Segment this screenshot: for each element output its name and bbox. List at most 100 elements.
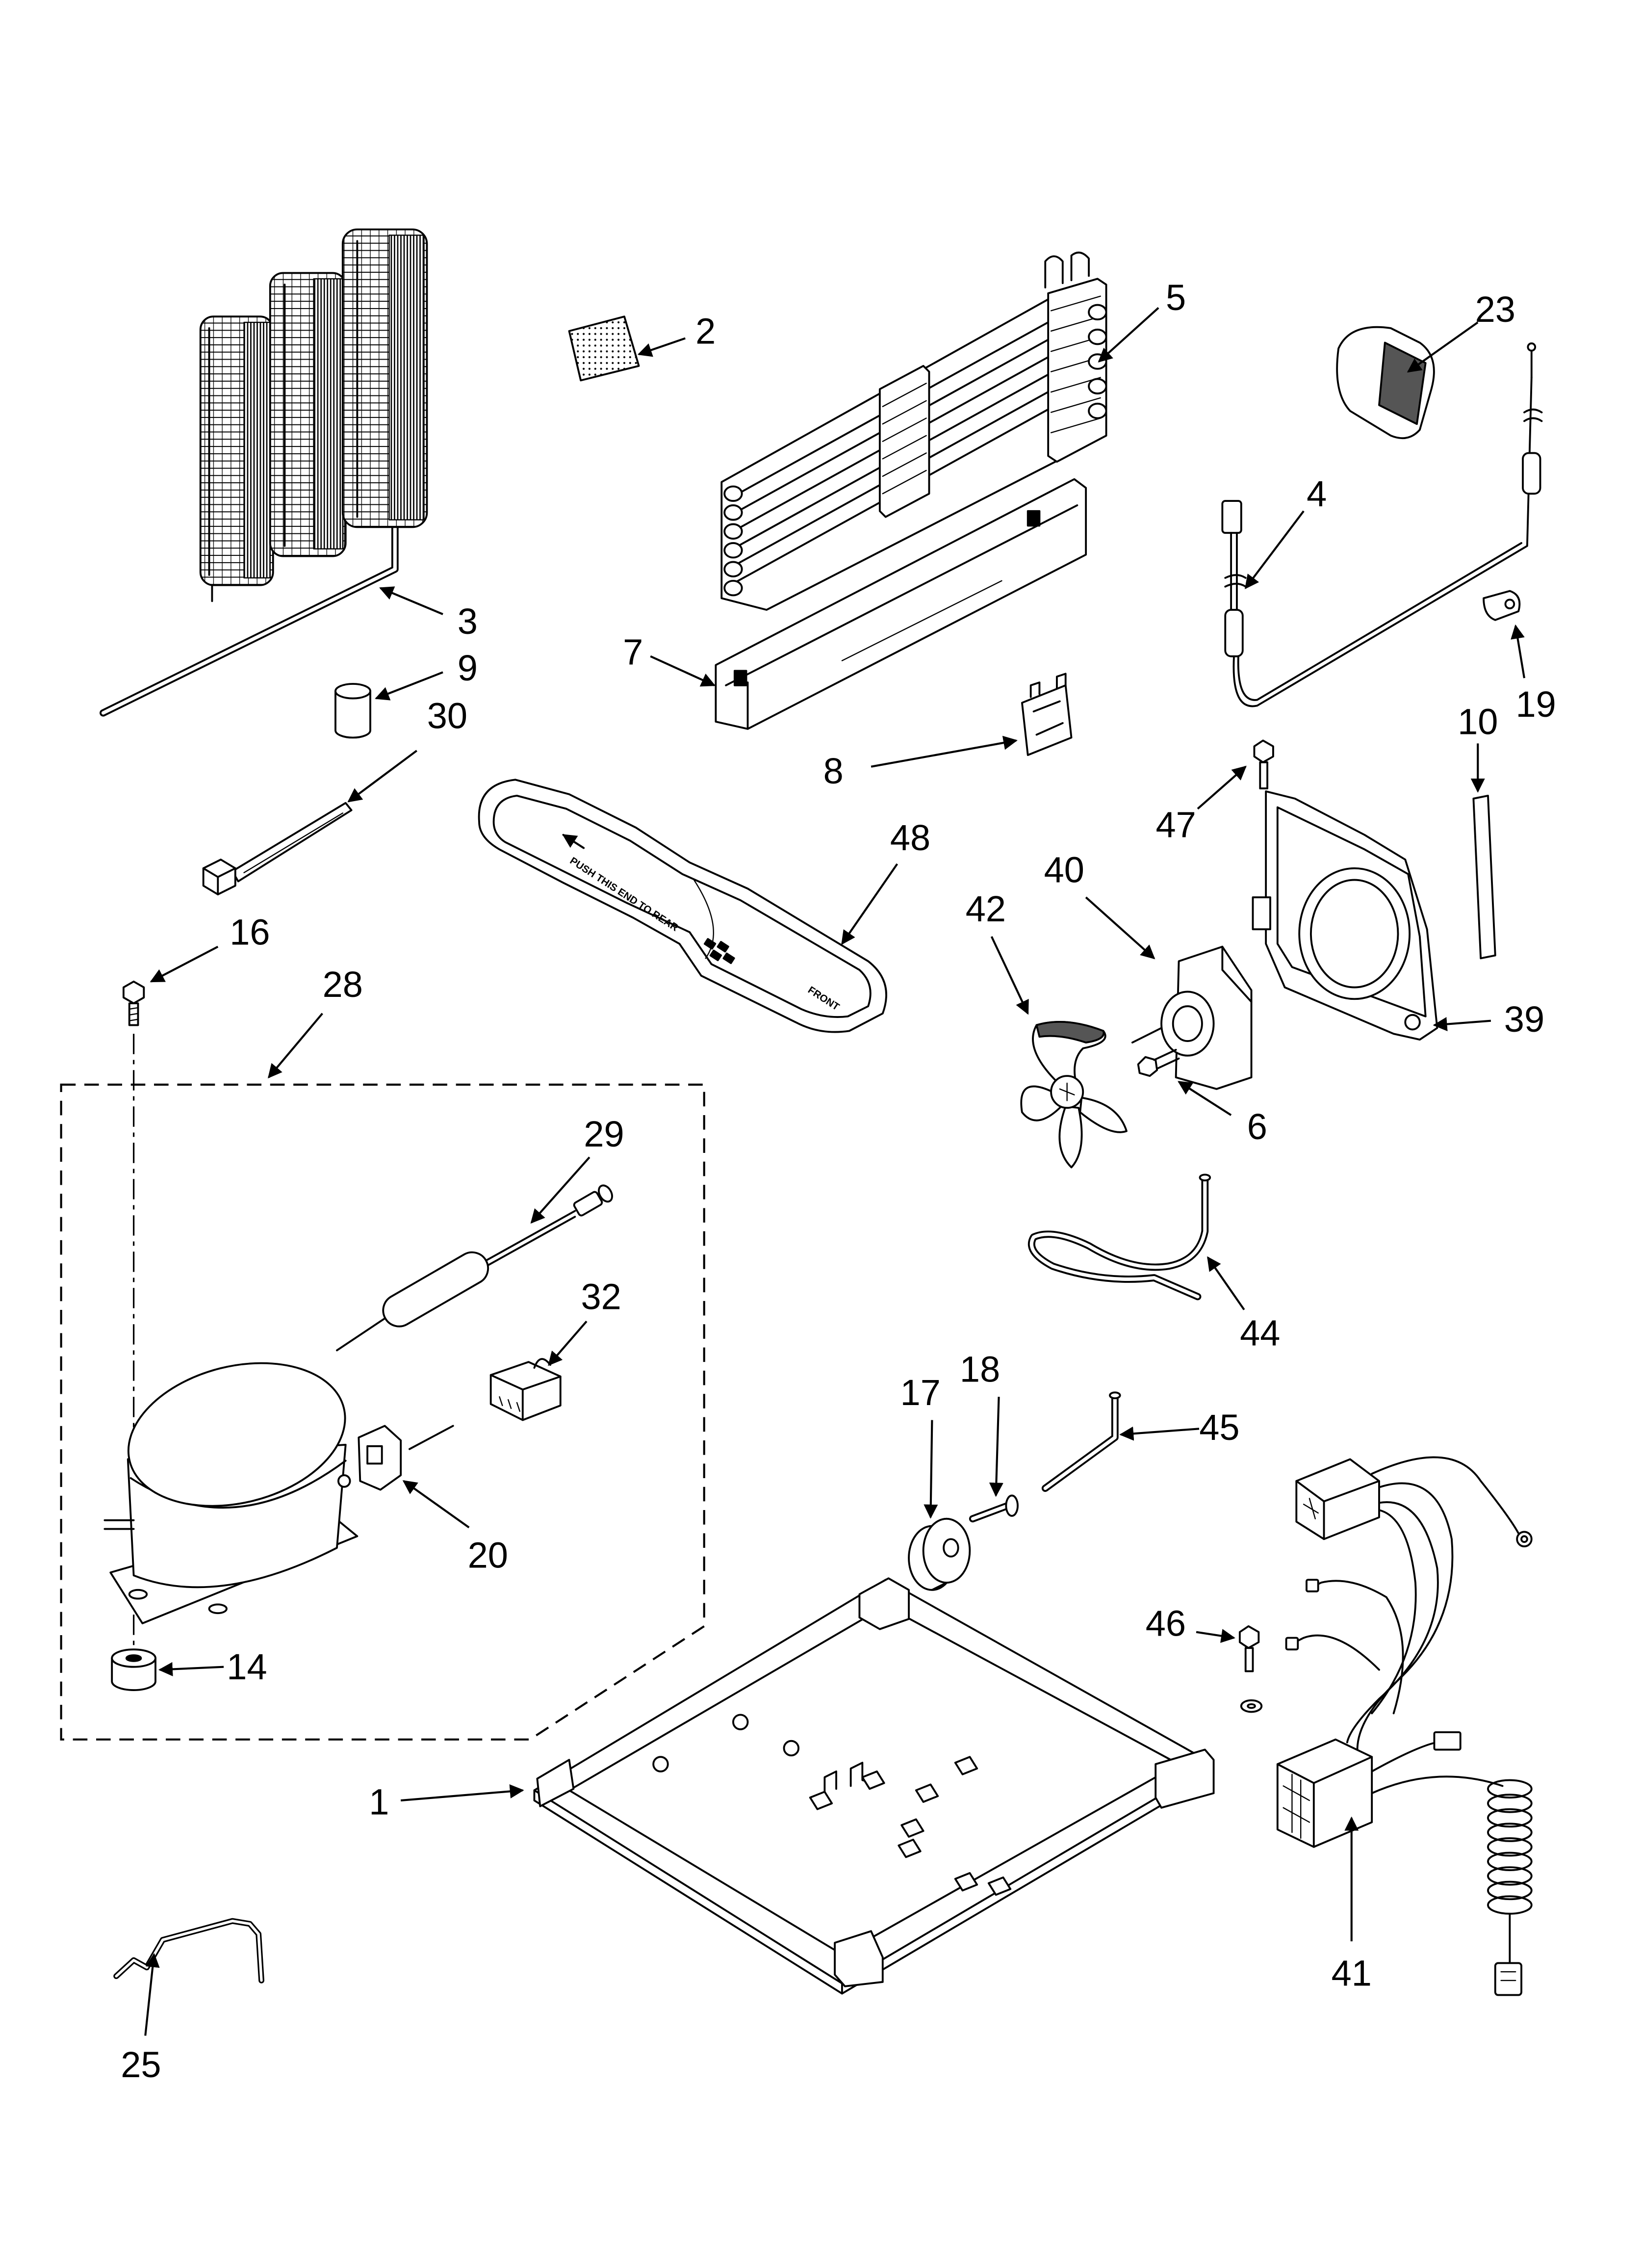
- wiring-harness-shape: [1346, 1501, 1439, 1744]
- wire-clip-shape: [1504, 599, 1515, 610]
- harness-screw: [1238, 1625, 1263, 1713]
- leader-arrow-39: [1433, 1017, 1491, 1031]
- callout-19: 19: [1515, 684, 1556, 725]
- mounting-clip: [1021, 673, 1073, 756]
- cylinder-spacer: [334, 683, 371, 739]
- compressor-screw-shape: [122, 980, 145, 1005]
- compressor-shape: [337, 1474, 351, 1488]
- wiring-harness-shape: [1276, 1756, 1373, 1848]
- evaporator-coil-shape: [882, 383, 927, 495]
- base-frame-shape: [915, 1783, 939, 1803]
- foam-pad-shape: [568, 315, 640, 382]
- roller-wheel-shape: [943, 1538, 959, 1558]
- leader-arrows: [144, 307, 1526, 2036]
- base-frame-shape: [987, 1876, 1012, 1896]
- sensor-wire-shape: [1221, 500, 1242, 534]
- leader-arrow-18: [989, 1397, 1003, 1497]
- evaporator-trough-shape: [1026, 510, 1041, 527]
- base-frame-shape: [783, 1740, 800, 1757]
- wiring-harness-shape: [1487, 1837, 1533, 1857]
- wiring-harness-shape: [1371, 1509, 1417, 1715]
- mounting-clip-shape: [1029, 673, 1067, 736]
- evaporator-coil-shape: [723, 485, 743, 502]
- leader-arrow-20: [402, 1480, 470, 1529]
- wiring-harness-shape: [1303, 1498, 1319, 1519]
- base-frame-shape: [834, 1930, 884, 1987]
- base-frame: [533, 1577, 1215, 1995]
- evaporator-coil-shape: [1088, 378, 1107, 394]
- evaporator-coil-shape: [1088, 402, 1107, 419]
- evaporator-coil-shape: [1088, 328, 1107, 345]
- wiring-harness-shape: [1487, 1866, 1533, 1886]
- insulation-pad: [1336, 326, 1435, 440]
- compressor-shape: [208, 1603, 228, 1615]
- filter-drier-shape: [382, 1251, 489, 1328]
- leader-arrow-2: [637, 337, 686, 357]
- leader-arrow-16: [150, 945, 219, 983]
- drain-pan-shape: [703, 938, 717, 950]
- sensor-wire-shape: [1522, 452, 1541, 495]
- compressor-assembly-boundary: [60, 1083, 705, 1741]
- wheel-axle-pin-shape: [1005, 1494, 1019, 1517]
- start-relay-shape: [409, 1425, 454, 1450]
- wire-clip-shape: [1483, 590, 1521, 621]
- fan-shroud-shape: [1298, 867, 1411, 1000]
- callout-29: 29: [584, 1114, 624, 1154]
- sensor-wire-shape: [1224, 574, 1247, 588]
- wiring-harness-shape: [1500, 1971, 1516, 1981]
- callout-7: 7: [623, 631, 643, 672]
- fan-blade-shape: [1058, 1105, 1083, 1169]
- wiring-harness-shape: [1433, 1731, 1462, 1751]
- evaporator-trough: [715, 478, 1087, 730]
- callout-5: 5: [1166, 277, 1186, 318]
- callout-41: 41: [1332, 1953, 1372, 1994]
- harness-screw-shape: [1238, 1625, 1260, 1649]
- wire-clip: [1483, 590, 1521, 621]
- foam-pad: [568, 315, 640, 382]
- base-frame-shape: [858, 1577, 910, 1630]
- condenser-coil-shape: [101, 523, 397, 715]
- wiring-harness-shape: [1487, 1808, 1533, 1828]
- wiring-harness-shape: [1520, 1535, 1528, 1543]
- condenser-coil-shape: [388, 235, 425, 521]
- grommet-shape: [125, 1654, 142, 1662]
- compressor-shape: [103, 1519, 135, 1530]
- wiring-harness-shape: [1487, 1823, 1533, 1842]
- evaporator-coil-shape: [723, 561, 743, 577]
- motor-screw-shape: [1137, 1056, 1158, 1077]
- cylinder-spacer-shape: [334, 683, 371, 700]
- leader-arrow-30: [347, 750, 417, 803]
- callout-48: 48: [890, 817, 930, 858]
- fan-shroud-shape: [1309, 879, 1399, 989]
- wiring-harness-shape: [1285, 1637, 1299, 1651]
- roller-wheel: [908, 1517, 971, 1591]
- drain-pan-shape: [478, 779, 887, 1033]
- callout-10: 10: [1458, 701, 1498, 742]
- leader-arrow-40: [1085, 896, 1155, 960]
- drain-pan-shape: [717, 940, 729, 953]
- capacitor-box-shape: [489, 1374, 562, 1421]
- leader-arrow-14: [158, 1662, 224, 1676]
- wiring-harness-shape: [1306, 1579, 1319, 1592]
- base-frame-shape: [732, 1714, 749, 1730]
- fan-blade-shape: [1035, 1021, 1105, 1043]
- callout-40: 40: [1044, 849, 1084, 890]
- capacitor-box-shape: [489, 1361, 562, 1421]
- shroud-screw-shape: [1253, 739, 1274, 763]
- base-frame-shape: [954, 1756, 978, 1775]
- sensor-wire: [1221, 342, 1543, 707]
- cable-tie: [202, 802, 353, 896]
- condenser-coil-shape: [243, 321, 271, 579]
- condenser-coil: [100, 228, 428, 717]
- drain-tube-shape: [1199, 1173, 1211, 1182]
- evaporator-trough-shape: [841, 580, 1002, 661]
- filter-drier-shape: [573, 1191, 603, 1217]
- base-frame-shape: [536, 1759, 575, 1807]
- callout-16: 16: [230, 912, 270, 953]
- drain-tube-shape: [1029, 1177, 1207, 1299]
- wiring-harness-shape: [1487, 1779, 1533, 1799]
- start-relay: [358, 1425, 454, 1491]
- evaporator-coil-shape: [878, 365, 930, 518]
- evaporator-coil-shape: [1088, 304, 1107, 321]
- evaporator-coil-shape: [723, 579, 743, 597]
